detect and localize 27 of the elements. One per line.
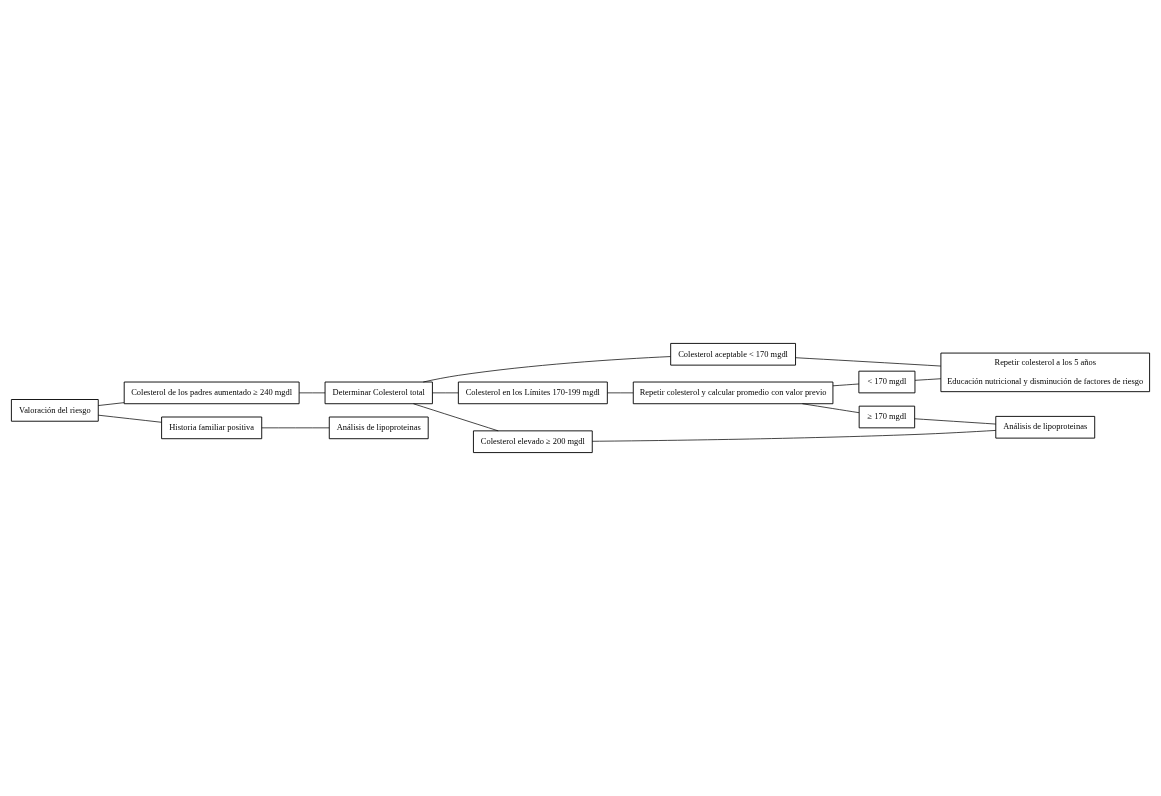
node-box: Repetir colesterol a los 5 años Educación nutricional y disminución de factores de riesgo [940, 352, 1151, 393]
connector [432, 392, 459, 394]
connector [914, 418, 997, 425]
node-box: Colesterol de los padres aumentado ≥ 240 mgdl [123, 381, 300, 405]
node-box: Análisis de lipoproteinas [328, 416, 429, 440]
node-box: Valoración del riesgo [10, 399, 99, 422]
connector [607, 392, 634, 394]
node-box: Colesterol aceptable < 170 mgdl [670, 342, 796, 366]
node-box: Determinar Colesterol total [324, 381, 433, 405]
connector [591, 430, 997, 442]
connector [298, 392, 326, 394]
node-box: Historia familiar positiva [161, 416, 263, 440]
connector [98, 402, 125, 406]
node-box: Colesterol en los Límites 170-199 mgdl [457, 381, 608, 405]
node-box: ≥ 170 mgdl [858, 405, 916, 429]
node-box: Colesterol elevado ≥ 200 mgdl [473, 430, 593, 454]
connector [261, 427, 330, 429]
connector [832, 383, 860, 387]
node-box: < 170 mgdl [858, 370, 916, 394]
connector [795, 357, 942, 367]
connector [914, 378, 942, 381]
connector [802, 403, 860, 414]
node-box: Repetir colesterol y calcular promedio con valor previo [632, 381, 834, 405]
node-box: Análisis de lipoproteinas [995, 415, 1096, 439]
connector [413, 403, 499, 432]
connector [422, 356, 671, 383]
connector [98, 414, 162, 423]
